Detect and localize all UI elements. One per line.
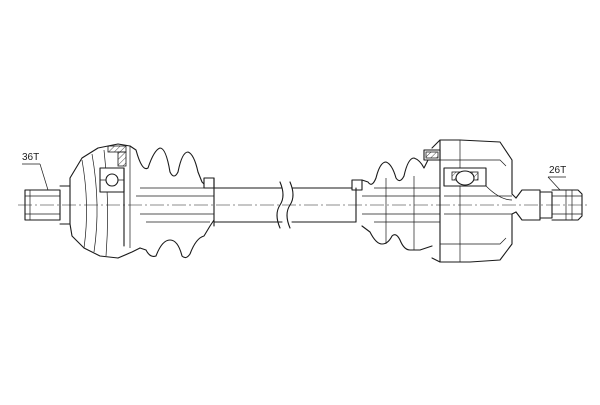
left-spline-callout: 36T bbox=[22, 152, 49, 191]
outer-boot bbox=[129, 145, 215, 259]
outer-cv-joint bbox=[24, 143, 141, 259]
right-spline-callout: 26T bbox=[547, 165, 566, 191]
main-shaft bbox=[213, 181, 357, 229]
inner-cv-joint bbox=[431, 139, 517, 263]
left-spline-label: 36T bbox=[22, 152, 39, 163]
right-spline-label: 26T bbox=[549, 165, 566, 176]
inner-boot bbox=[351, 149, 441, 251]
inner-stub-shaft bbox=[515, 189, 583, 221]
